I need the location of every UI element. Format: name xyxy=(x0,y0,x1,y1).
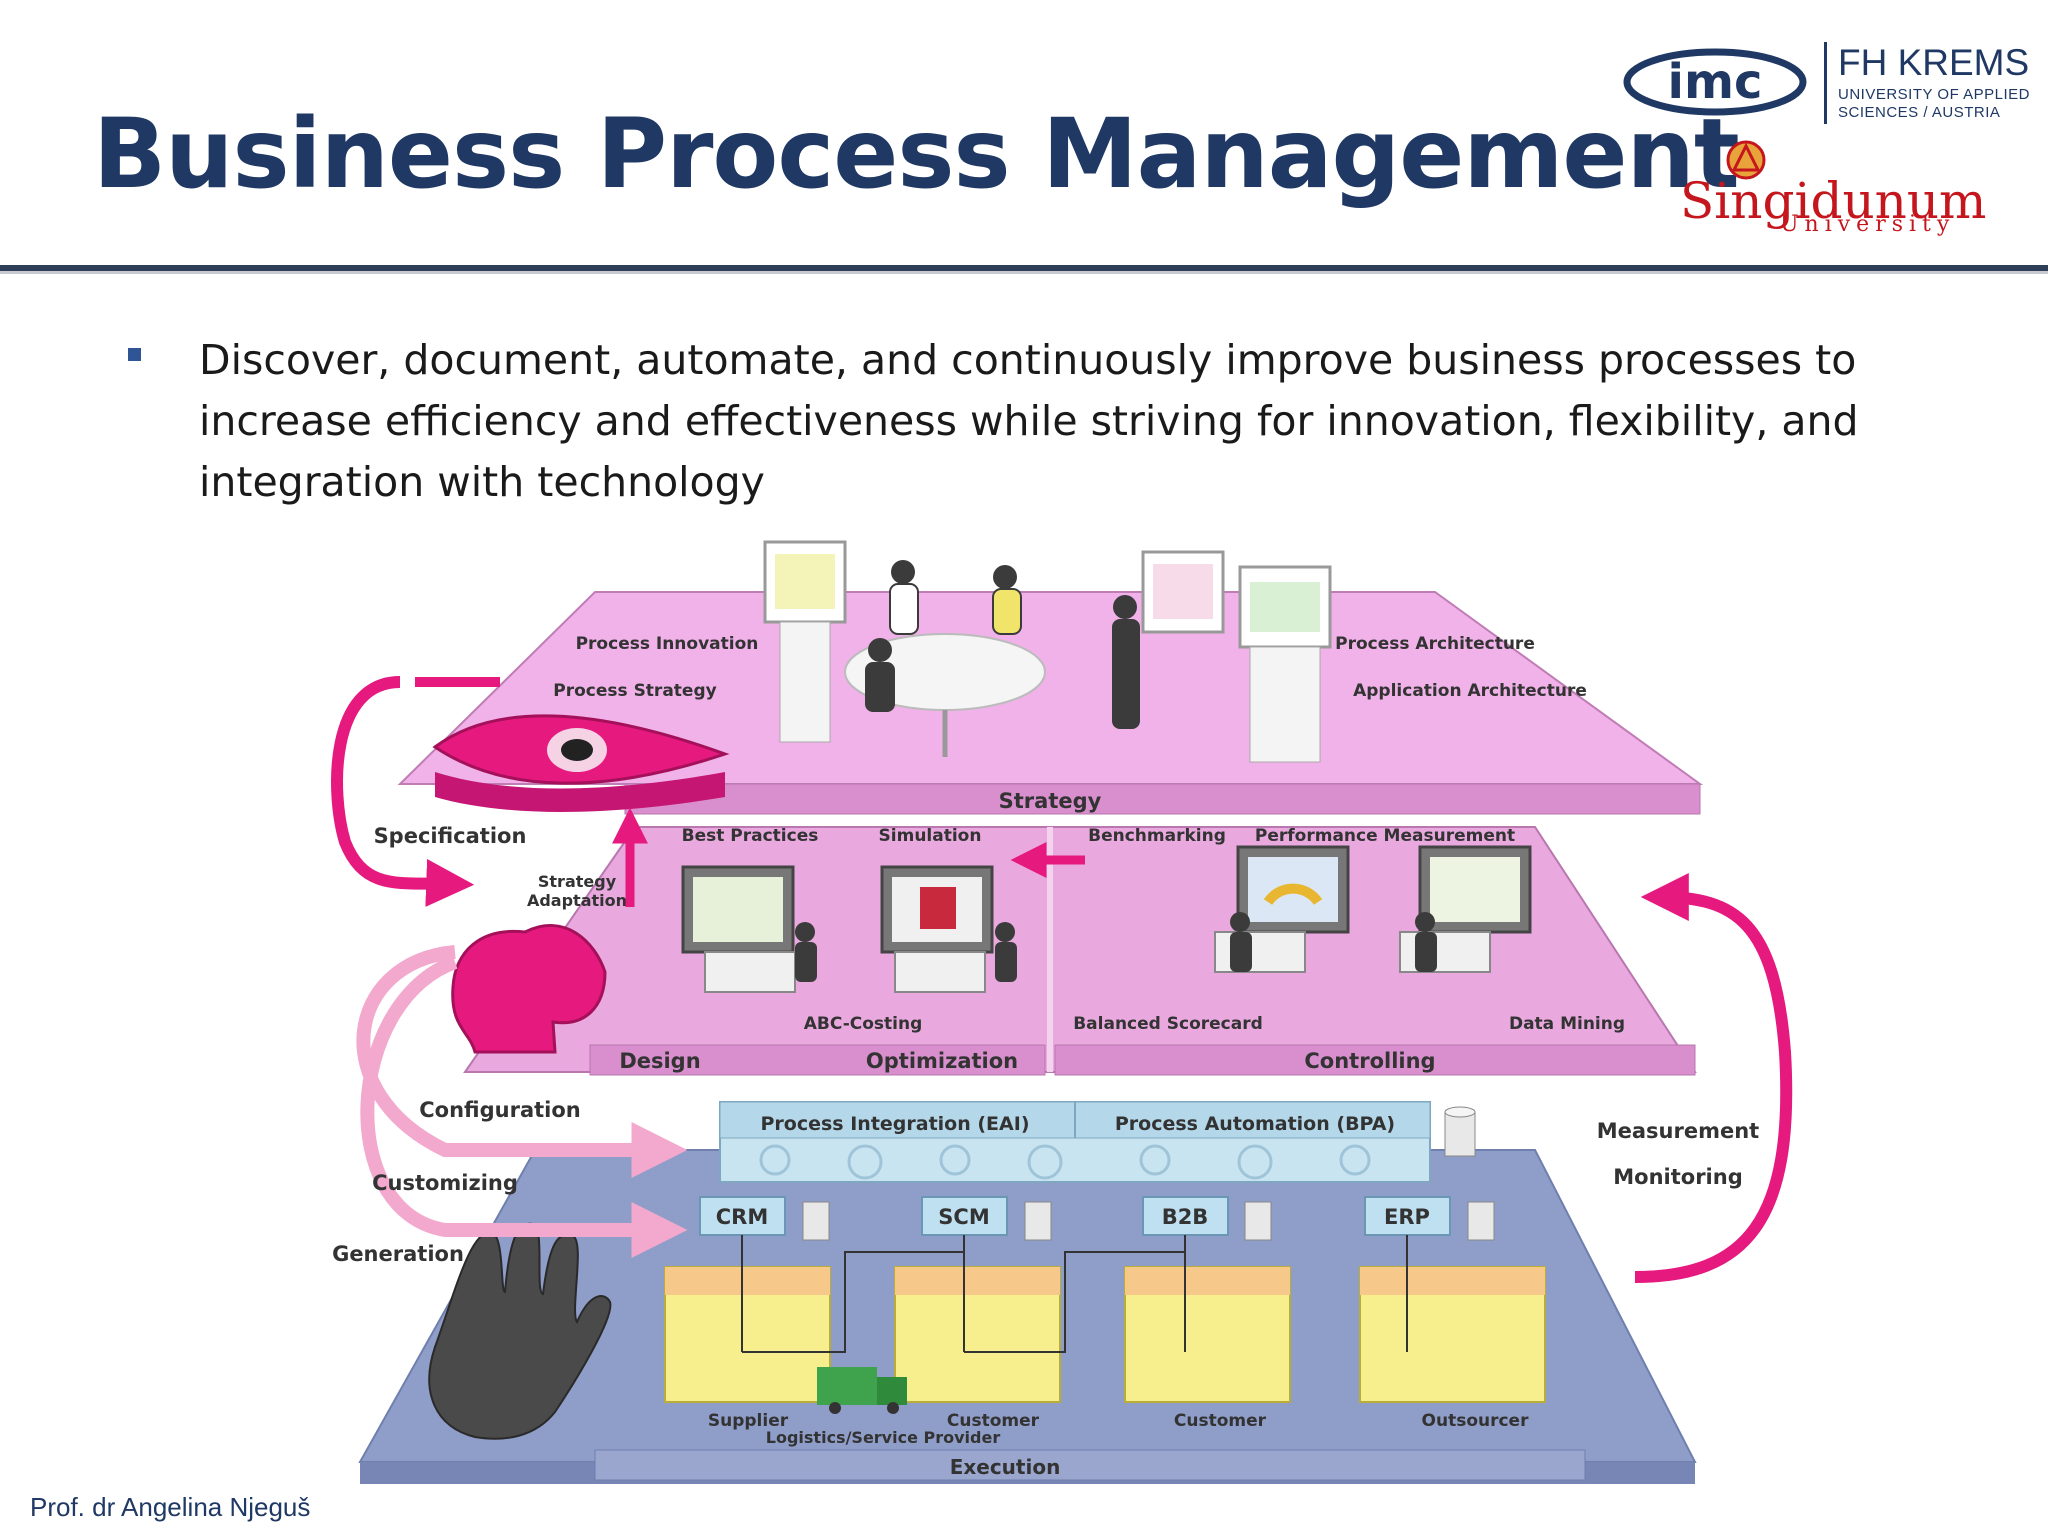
gears-icon xyxy=(759,1144,1371,1180)
label-application-architecture: Application Architecture xyxy=(1353,681,1587,701)
fh-line-1: UNIVERSITY OF APPLIED xyxy=(1838,86,2030,103)
label-strategy-adaptation-2: Adaptation xyxy=(527,891,627,910)
page-title: Business Process Management xyxy=(93,98,1740,210)
process-automation-label: Process Automation (BPA) xyxy=(1115,1113,1395,1135)
label-process-innovation: Process Innovation xyxy=(576,634,759,654)
header-divider-shadow xyxy=(0,271,2048,274)
fh-divider xyxy=(1824,42,1827,124)
brain-icon xyxy=(451,924,607,1054)
label-strategy-adaptation-1: Strategy xyxy=(538,872,617,891)
system-erp: ERP xyxy=(1364,1196,1495,1241)
imc-logo: imc xyxy=(1620,42,1810,127)
workers-icon xyxy=(795,912,1437,982)
system-scm: SCM xyxy=(921,1196,1052,1241)
label-monitoring: Monitoring xyxy=(1613,1165,1742,1189)
fh-krems-name: FH KREMS xyxy=(1838,42,2030,83)
bullet-text: Discover, document, automate, and contin… xyxy=(199,336,1859,506)
label-process-strategy: Process Strategy xyxy=(553,681,716,701)
label-measurement: Measurement xyxy=(1597,1119,1759,1143)
strategy-label: Strategy xyxy=(999,789,1102,813)
singidunum-logo: Singidunum xyxy=(1680,172,1987,230)
svg-text:ERP: ERP xyxy=(1384,1205,1430,1229)
label-best-practices: Best Practices xyxy=(682,826,819,846)
design-band xyxy=(589,1044,1046,1076)
left-cycle-arrows xyxy=(331,676,688,1258)
execution-units xyxy=(664,1266,1546,1403)
system-crm: CRM xyxy=(699,1196,830,1241)
unit-outsourcer: Outsourcer xyxy=(1422,1411,1530,1431)
logistics-label: Logistics/Service Provider xyxy=(766,1428,1001,1447)
label-customizing: Customizing xyxy=(372,1171,518,1195)
truck-icon xyxy=(817,1367,907,1414)
fh-line-2: SCIENCES / AUSTRIA xyxy=(1838,104,2001,121)
system-links xyxy=(741,1235,1408,1353)
footer-author: Prof. dr Angelina Njeguš xyxy=(30,1492,311,1522)
label-performance-measurement: Performance Measurement xyxy=(1255,826,1515,846)
university-text: University xyxy=(1780,212,1956,237)
presentation-boards xyxy=(763,540,1332,763)
label-configuration: Configuration xyxy=(419,1098,580,1122)
right-feedback-arrow xyxy=(1634,873,1793,1283)
unit-customer-2: Customer xyxy=(1174,1411,1267,1431)
label-simulation: Simulation xyxy=(879,826,982,846)
database-icon xyxy=(1444,1106,1476,1157)
label-abc-costing: ABC-Costing xyxy=(804,1014,923,1034)
singidunum-crest-icon xyxy=(1726,140,1766,185)
section-design: Design xyxy=(619,1049,700,1073)
label-generation: Generation xyxy=(332,1242,464,1266)
label-data-mining: Data Mining xyxy=(1509,1014,1625,1034)
people-icon xyxy=(865,560,1140,729)
svg-text:B2B: B2B xyxy=(1162,1205,1209,1229)
execution-label-band xyxy=(594,1449,1586,1481)
process-integration-label: Process Integration (EAI) xyxy=(761,1113,1030,1135)
unit-supplier: Supplier xyxy=(708,1411,789,1431)
eye-icon xyxy=(432,714,730,812)
label-balanced-scorecard: Balanced Scorecard xyxy=(1073,1014,1263,1034)
svg-text:SCM: SCM xyxy=(938,1205,989,1229)
execution-label: Execution xyxy=(950,1455,1061,1479)
section-controlling: Controlling xyxy=(1304,1049,1435,1073)
label-specification: Specification xyxy=(374,824,527,848)
section-optimization: Optimization xyxy=(866,1049,1018,1073)
system-b2b: B2B xyxy=(1142,1196,1272,1241)
imc-logo-text: imc xyxy=(1668,54,1763,110)
unit-customer-1: Customer xyxy=(947,1411,1040,1431)
label-process-architecture: Process Architecture xyxy=(1335,634,1535,654)
strategy-layer-band xyxy=(624,783,1701,815)
label-benchmarking: Benchmarking xyxy=(1088,826,1226,846)
bpm-diagram: Execution Process Integration (EAI) Proc… xyxy=(305,532,1800,1502)
bullet-marker xyxy=(128,348,141,361)
header-divider xyxy=(0,265,2048,271)
svg-text:CRM: CRM xyxy=(716,1205,768,1229)
controlling-band xyxy=(1054,1044,1696,1076)
